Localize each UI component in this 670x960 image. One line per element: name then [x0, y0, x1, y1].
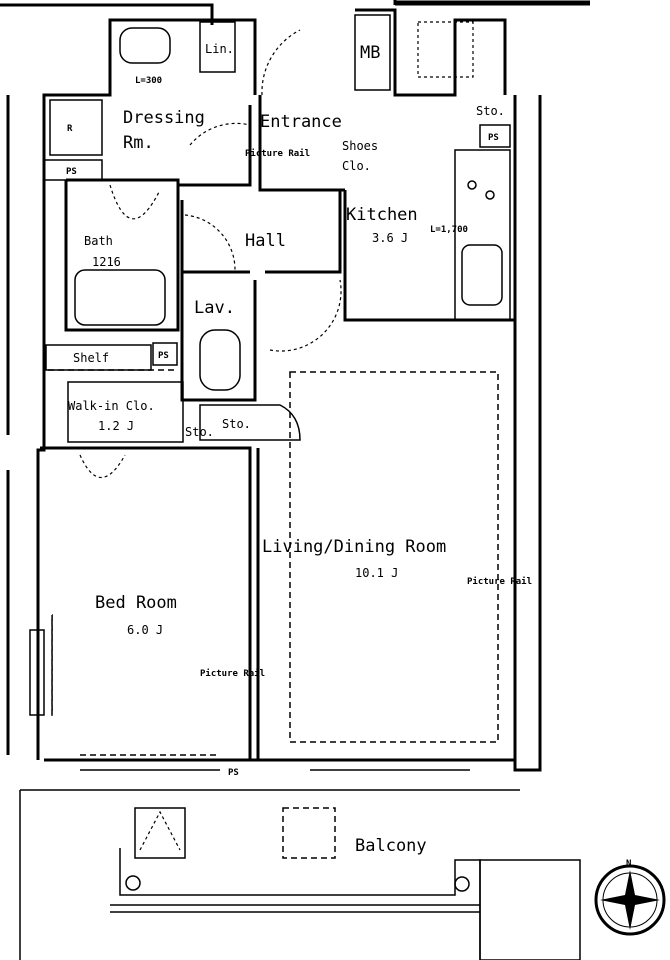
counter-length-label: L=1,700 [430, 225, 468, 235]
kitchen-label: Kitchen [346, 205, 418, 225]
bedroom-label: Bed Room [95, 593, 177, 613]
kitchen-size: 3.6 J [372, 231, 408, 245]
lavatory-label: Lav. [194, 298, 235, 318]
pipe-space-label: PS [66, 167, 77, 177]
picture-rail-label: Picture Rail [200, 668, 265, 679]
picture-rail-label: Picture Rail [467, 576, 532, 587]
room-labels: Dressing Rm. Lin. MB Entrance Shoes Clo.… [68, 42, 446, 856]
counter-length-label: L=300 [135, 76, 162, 86]
mb-label: MB [360, 43, 380, 63]
pipe-space-label: PS [488, 133, 499, 143]
shoes-closet-label-2: Clo. [342, 159, 371, 173]
small-labels: Sto. Sto. Sto. PS PS PS PS R L=300 L=1,7… [66, 76, 631, 869]
shoes-closet-label: Shoes [342, 139, 378, 153]
storage-label: Sto. [476, 104, 505, 118]
dressing-room-label: Dressing [123, 108, 205, 128]
storage-label: Sto. [222, 417, 251, 431]
refrigerator-label: R [67, 124, 73, 134]
interior-walls [40, 14, 515, 760]
balcony-label: Balcony [355, 836, 427, 856]
walk-in-closet-label: Walk-in Clo. [68, 399, 155, 413]
entrance-label: Entrance [260, 112, 342, 132]
living-dining-size: 10.1 J [355, 566, 398, 580]
bedroom-size: 6.0 J [127, 623, 163, 637]
pipe-space-label: PS [158, 351, 169, 361]
picture-rail-label: Picture Rail [245, 148, 310, 159]
walk-in-closet-size: 1.2 J [98, 419, 134, 433]
storage-label: Sto. [185, 425, 214, 439]
bath-size: 1216 [92, 255, 121, 269]
pipe-space-label: PS [228, 768, 239, 778]
doors [29, 29, 581, 960]
compass-icon [594, 864, 666, 936]
exterior-walls [0, 0, 590, 960]
dressing-room-label-2: Rm. [123, 133, 154, 153]
shelf-label: Shelf [73, 351, 109, 365]
linen-label: Lin. [205, 42, 234, 56]
hall-label: Hall [245, 231, 286, 251]
north-label: N [626, 859, 631, 869]
living-dining-label: Living/Dining Room [262, 537, 446, 557]
bath-label: Bath [84, 234, 113, 248]
